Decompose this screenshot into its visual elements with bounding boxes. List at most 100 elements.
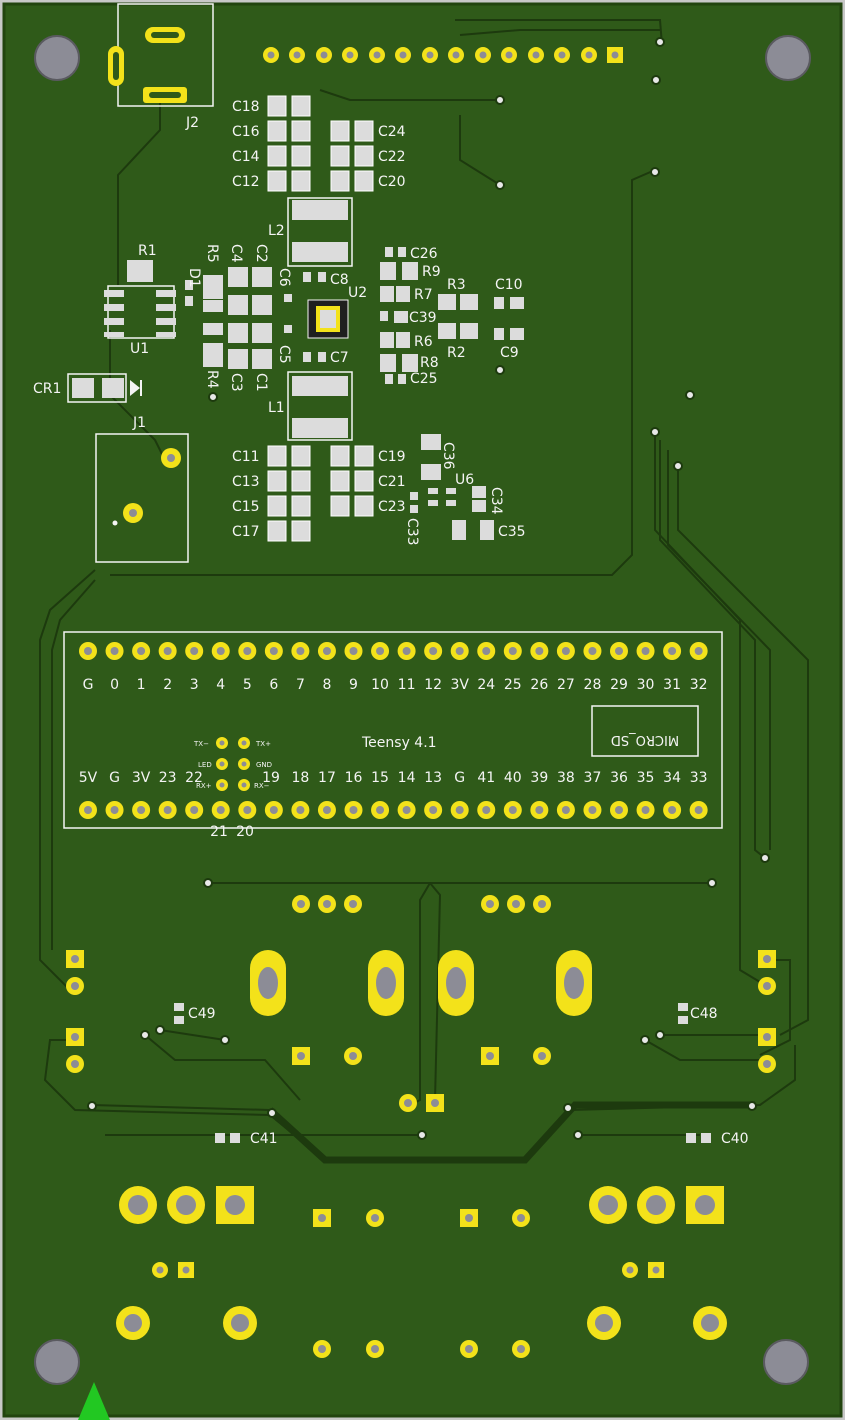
teensy-pin-hole — [190, 806, 199, 814]
smd-capacitor-banks — [267, 95, 374, 542]
teensy-top-pin-label: 27 — [557, 677, 575, 693]
ref-c49: C49 — [188, 1006, 216, 1022]
teensy-bottom-pin-label: 23 — [159, 770, 177, 786]
teensy-pin-hole — [269, 647, 278, 655]
teensy-pin-hole — [561, 647, 570, 655]
teensy-top-pin-label: 32 — [690, 677, 708, 693]
pin-label-21: 21 — [210, 824, 228, 840]
teensy-pin-hole — [482, 806, 491, 814]
ref-c12: C12 — [232, 174, 260, 190]
ref-c2: C2 — [253, 244, 269, 263]
teensy-top-pin-label: 4 — [216, 677, 225, 693]
ic-u2 — [307, 299, 349, 339]
ref-r2: R2 — [447, 345, 466, 361]
teensy-bottom-pin-label: 14 — [398, 770, 416, 786]
teensy-top-pin-label: 2 — [163, 677, 172, 693]
teensy-pin-hole — [615, 806, 623, 814]
teensy-pin-hole — [402, 647, 411, 655]
teensy-pin-hole — [694, 647, 703, 655]
teensy-top-pin-label: G — [83, 677, 94, 693]
teensy-bottom-pin-label: 39 — [530, 770, 548, 786]
ref-c9: C9 — [500, 345, 519, 361]
ref-c33: C33 — [404, 518, 420, 546]
teensy-pin-hole — [668, 647, 677, 655]
ref-c20: C20 — [378, 174, 406, 190]
ref-c10: C10 — [495, 277, 523, 293]
teensy-bottom-pin-label: 19 — [262, 770, 280, 786]
ref-r5: R5 — [204, 244, 220, 263]
ref-c7: C7 — [330, 350, 349, 366]
teensy-bottom-pin-label: 37 — [584, 770, 602, 786]
diode-cr1 — [67, 373, 142, 403]
teensy-bottom-pin-label: 34 — [663, 770, 681, 786]
teensy-pin-hole — [641, 806, 650, 814]
teensy-top-pin-label: 5 — [243, 677, 252, 693]
teensy-pin-hole — [110, 806, 119, 814]
audio-jack-pads — [116, 1186, 727, 1358]
copper-traces — [39, 19, 809, 1161]
teensy-bottom-pin-label: 15 — [371, 770, 389, 786]
teensy-pin-hole — [349, 806, 358, 814]
teensy-pin-hole — [508, 647, 517, 655]
top-header-pins — [263, 47, 623, 63]
ic-u1 — [104, 285, 176, 339]
ref-l2: L2 — [268, 223, 285, 239]
teensy-pin-hole — [668, 806, 677, 814]
pin-label-20: 20 — [236, 824, 254, 840]
ref-c17: C17 — [232, 524, 260, 540]
teensy-pin-hole — [694, 806, 703, 814]
teensy-bottom-pin-label: G — [109, 770, 120, 786]
teensy-pin-hole — [588, 806, 597, 814]
teensy-footprint — [63, 631, 723, 829]
ref-r9: R9 — [422, 264, 441, 280]
teensy-bottom-pin-label: 41 — [477, 770, 495, 786]
teensy-top-pin-label: 0 — [110, 677, 119, 693]
thick-power-trace — [267, 1101, 755, 1164]
teensy-top-pin-label: 24 — [477, 677, 495, 693]
teensy-top-pin-label: 8 — [322, 677, 331, 693]
ref-c25: C25 — [410, 371, 438, 387]
teensy-bottom-pin-label: G — [454, 770, 465, 786]
teensy-top-pin-label: 3V — [450, 677, 469, 693]
teensy-pin-hole — [535, 806, 544, 814]
teensy-pin-hole — [216, 647, 225, 655]
ref-r1: R1 — [138, 243, 157, 259]
teensy-bottom-pin-label: 33 — [690, 770, 708, 786]
teensy-pin-hole — [243, 806, 252, 814]
ref-c14: C14 — [232, 149, 260, 165]
ref-c16: C16 — [232, 124, 260, 140]
ref-c6: C6 — [276, 268, 292, 287]
ref-c8: C8 — [330, 272, 349, 288]
ref-c19: C19 — [378, 449, 406, 465]
teensy-bottom-pin-label: 18 — [291, 770, 309, 786]
teensy-bottom-pin-label: 22 — [185, 770, 203, 786]
teensy-pin-hole — [137, 647, 146, 655]
ref-c5: C5 — [276, 345, 292, 364]
teensy-top-pin-label: 6 — [269, 677, 278, 693]
teensy-pin-hole — [482, 647, 491, 655]
teensy-pin-hole — [376, 647, 385, 655]
teensy-bottom-pin-label: 35 — [637, 770, 655, 786]
teensy-pin-hole — [269, 806, 278, 814]
ref-c36: C36 — [440, 442, 456, 470]
ref-c23: C23 — [378, 499, 406, 515]
teensy-pin-hole — [455, 806, 464, 814]
ref-c26: C26 — [410, 246, 438, 262]
teensy-bottom-pin-label: 3V — [132, 770, 151, 786]
teensy-top-pin-label: 7 — [296, 677, 305, 693]
inductors — [287, 197, 353, 441]
teensy-pin-hole — [429, 647, 438, 655]
ref-c41: C41 — [250, 1131, 278, 1147]
ref-c40: C40 — [721, 1131, 749, 1147]
teensy-top-pin-label: 30 — [637, 677, 655, 693]
ref-u6: U6 — [455, 472, 474, 488]
eth-rx-plus-label: RX+ — [196, 782, 212, 790]
teensy-bottom-pin-label: 16 — [345, 770, 363, 786]
ref-u1: U1 — [130, 341, 149, 357]
ref-c3: C3 — [228, 373, 244, 392]
origin-marker-icon — [78, 1382, 110, 1420]
teensy-pin-hole — [349, 647, 358, 655]
ref-d1: D1 — [186, 268, 202, 288]
teensy-pin-hole — [561, 806, 570, 814]
